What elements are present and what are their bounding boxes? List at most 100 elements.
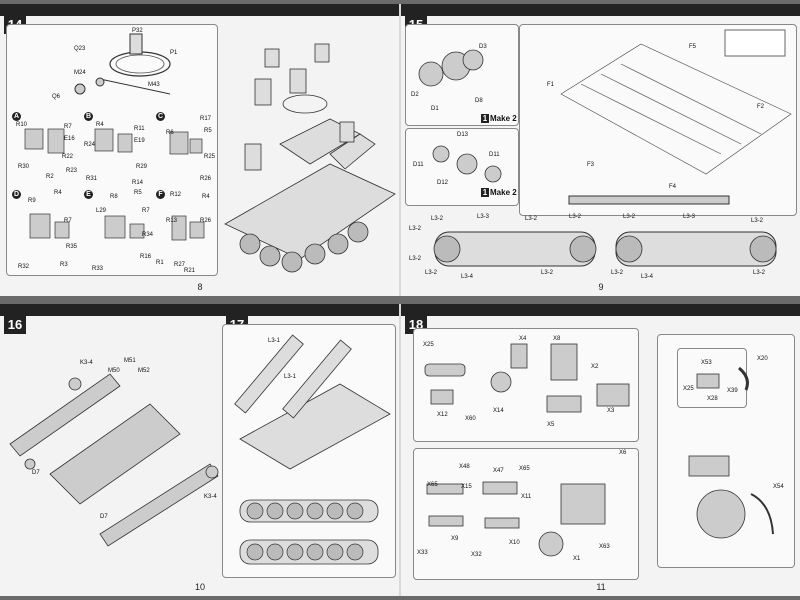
sub-step-e: E bbox=[84, 190, 93, 199]
part-label: L3-2 bbox=[753, 270, 766, 276]
part-label: X12 bbox=[437, 412, 448, 418]
part-label: Q23 bbox=[74, 46, 86, 52]
part-label: X20 bbox=[757, 356, 768, 362]
part-label: R27 bbox=[174, 262, 186, 268]
part-label: X65 bbox=[519, 466, 530, 472]
part-label: D7 bbox=[100, 514, 108, 520]
part-label: R26 bbox=[200, 218, 212, 224]
part-label: M50 bbox=[108, 368, 120, 374]
part-label: L3-2 bbox=[751, 218, 764, 224]
part-label: F3 bbox=[587, 162, 595, 168]
part-label: X10 bbox=[509, 540, 520, 546]
part-label: X32 bbox=[471, 552, 482, 558]
part-label: X1 bbox=[573, 556, 581, 562]
track-drawing bbox=[418, 29, 792, 267]
part-label: X9 bbox=[451, 536, 459, 542]
sub-step-b: B bbox=[84, 112, 93, 121]
part-label: L3-1 bbox=[268, 338, 281, 344]
part-label: D8 bbox=[475, 98, 483, 104]
part-label: K3-4 bbox=[80, 360, 93, 366]
part-label: R17 bbox=[200, 116, 212, 122]
part-label: L3-2 bbox=[569, 214, 582, 220]
part-label: X8 bbox=[553, 336, 561, 342]
page-header-bar bbox=[0, 304, 399, 316]
part-label: L3-4 bbox=[461, 274, 474, 280]
part-label: X65 bbox=[427, 482, 438, 488]
part-label: L3-3 bbox=[477, 214, 490, 220]
part-label: M24 bbox=[74, 70, 86, 76]
part-label: R6 bbox=[166, 130, 174, 136]
sub-step-f: F bbox=[156, 190, 165, 199]
page-number: 11 bbox=[596, 582, 606, 592]
part-label: M51 bbox=[124, 358, 136, 364]
part-label: R9 bbox=[28, 198, 36, 204]
page-header-bar bbox=[0, 4, 399, 16]
page-10: 16 17 bbox=[0, 304, 399, 596]
part-label: L3-2 bbox=[611, 270, 624, 276]
part-label: R14 bbox=[132, 180, 144, 186]
tracks-drawing bbox=[9, 334, 391, 565]
part-label: X48 bbox=[459, 464, 470, 470]
part-label: R5 bbox=[204, 128, 212, 134]
part-label: D13 bbox=[457, 132, 469, 138]
part-label: X2 bbox=[591, 364, 599, 370]
part-label: R21 bbox=[184, 268, 196, 274]
part-label: X4 bbox=[519, 336, 527, 342]
part-label: X25 bbox=[423, 342, 434, 348]
part-label: R5 bbox=[134, 190, 142, 196]
sub-step-c: C bbox=[156, 112, 165, 121]
page-9: 15 bbox=[401, 4, 800, 296]
part-label: R11 bbox=[134, 126, 145, 132]
part-label: D11 bbox=[413, 162, 424, 168]
page-number: 9 bbox=[598, 282, 604, 292]
part-label: X63 bbox=[599, 544, 610, 550]
part-label: R32 bbox=[18, 264, 30, 270]
part-label: X11 bbox=[521, 494, 532, 500]
part-label: P32 bbox=[132, 28, 143, 34]
part-label: F4 bbox=[669, 184, 677, 190]
step-16-number: 16 bbox=[4, 316, 26, 334]
part-label: D7 bbox=[32, 470, 40, 476]
part-label: R8 bbox=[110, 194, 118, 200]
part-label: R35 bbox=[66, 244, 78, 250]
part-label: R31 bbox=[86, 176, 98, 182]
part-label: R4 bbox=[54, 190, 62, 196]
part-label: R2 bbox=[46, 174, 54, 180]
part-label: R16 bbox=[140, 254, 152, 260]
sub-step-a: A bbox=[12, 112, 21, 121]
part-label: L3-2 bbox=[623, 214, 636, 220]
part-label: X14 bbox=[493, 408, 504, 414]
part-label: X39 bbox=[727, 388, 738, 394]
part-label: L3-2 bbox=[541, 270, 554, 276]
part-label: X53 bbox=[701, 360, 712, 366]
part-label: R13 bbox=[166, 218, 178, 224]
part-label: X54 bbox=[773, 484, 784, 490]
page-number: 8 bbox=[197, 282, 203, 292]
part-label: R4 bbox=[202, 194, 210, 200]
part-label: F5 bbox=[689, 44, 697, 50]
part-label: L3-3 bbox=[683, 214, 696, 220]
part-label: F1 bbox=[547, 82, 555, 88]
part-label: R33 bbox=[92, 266, 104, 272]
page-number: 10 bbox=[194, 582, 205, 592]
part-label: D1 bbox=[431, 106, 439, 112]
part-label: R12 bbox=[170, 192, 182, 198]
part-label: Q6 bbox=[52, 94, 61, 100]
part-label: R3 bbox=[60, 262, 68, 268]
part-label: X60 bbox=[465, 416, 476, 422]
part-label: X6 bbox=[619, 450, 627, 456]
part-label: L3-2 bbox=[409, 226, 422, 232]
part-label: X5 bbox=[547, 422, 555, 428]
part-label: D3 bbox=[479, 44, 487, 50]
page-header-bar bbox=[401, 304, 800, 316]
turret-ring-drawing bbox=[24, 33, 396, 273]
part-label: X28 bbox=[707, 396, 718, 402]
part-label: L3-1 bbox=[284, 374, 297, 380]
part-label: X25 bbox=[683, 386, 694, 392]
part-label: X3 bbox=[607, 408, 615, 414]
part-label: P1 bbox=[170, 50, 178, 56]
part-label: X33 bbox=[417, 550, 428, 556]
part-label: X47 bbox=[493, 468, 504, 474]
